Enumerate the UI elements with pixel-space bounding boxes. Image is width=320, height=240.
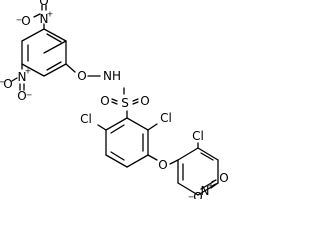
bond [132, 98, 139, 102]
bond [21, 28, 45, 42]
bond [110, 151, 125, 161]
bond [147, 123, 158, 131]
atom-label-cl: Cl [160, 111, 172, 125]
bond [46, 33, 62, 43]
bond [200, 152, 214, 161]
ring-b [97, 117, 158, 168]
ring-c [169, 142, 219, 196]
bond [211, 183, 217, 187]
charge-minus: − [188, 193, 195, 200]
bond [197, 147, 219, 161]
atom-label-o: O [3, 77, 12, 91]
bond [132, 101, 139, 105]
charge-plus: + [25, 67, 32, 76]
bond [126, 154, 149, 168]
atom-label-o: O [140, 94, 149, 108]
charge-plus: + [208, 182, 215, 191]
atom-label-o: O [219, 171, 228, 185]
bond [111, 101, 118, 105]
sulfonamide-linker [87, 75, 139, 119]
bond [11, 77, 18, 82]
bond [43, 40, 67, 54]
atom-label-o: O [39, 0, 48, 8]
bond [97, 124, 107, 131]
atom-label-o: O [21, 14, 30, 28]
bond [110, 124, 125, 134]
charge-minus: − [26, 91, 33, 100]
atom-label-cl: Cl [80, 112, 92, 126]
bond [200, 181, 214, 190]
chemical-structure: N + O − O N + O − O − O NH S O O Cl Cl O… [0, 0, 229, 199]
bond [147, 154, 158, 161]
bond [21, 63, 45, 77]
bond [65, 63, 76, 73]
bond [177, 182, 199, 196]
bond [105, 154, 128, 168]
bond [46, 61, 62, 71]
bond [210, 182, 219, 189]
bond [211, 179, 217, 183]
atom-label-o: O [100, 94, 109, 108]
atom-label-o: O [193, 190, 202, 199]
bond [169, 159, 179, 165]
atom-label-nh: NH [103, 69, 121, 83]
atom-label-o: O [158, 158, 167, 172]
ring-a [11, 4, 76, 91]
atom-label-n: N [40, 12, 49, 26]
atom-label-o: O [17, 89, 26, 103]
bond [126, 117, 149, 131]
atom-labels: N + O − O N + O − O − O NH S O O Cl Cl O… [0, 0, 229, 199]
structure-drawing: N + O − O N + O − O − O NH S O O Cl Cl O… [0, 0, 229, 199]
atom-label-n: N [201, 184, 210, 198]
bond [33, 13, 41, 18]
bond [43, 28, 67, 42]
charge-plus: + [47, 10, 54, 19]
bond [111, 98, 118, 102]
atom-label-s: S [121, 96, 129, 110]
atom-label-o: O [77, 69, 86, 83]
charge-minus: − [16, 16, 23, 25]
bond [43, 63, 67, 77]
bond [105, 117, 128, 131]
atom-label-cl: Cl [192, 129, 204, 143]
charge-minus: − [0, 78, 5, 87]
bond [177, 147, 199, 161]
atom-label-n: N [18, 70, 27, 84]
